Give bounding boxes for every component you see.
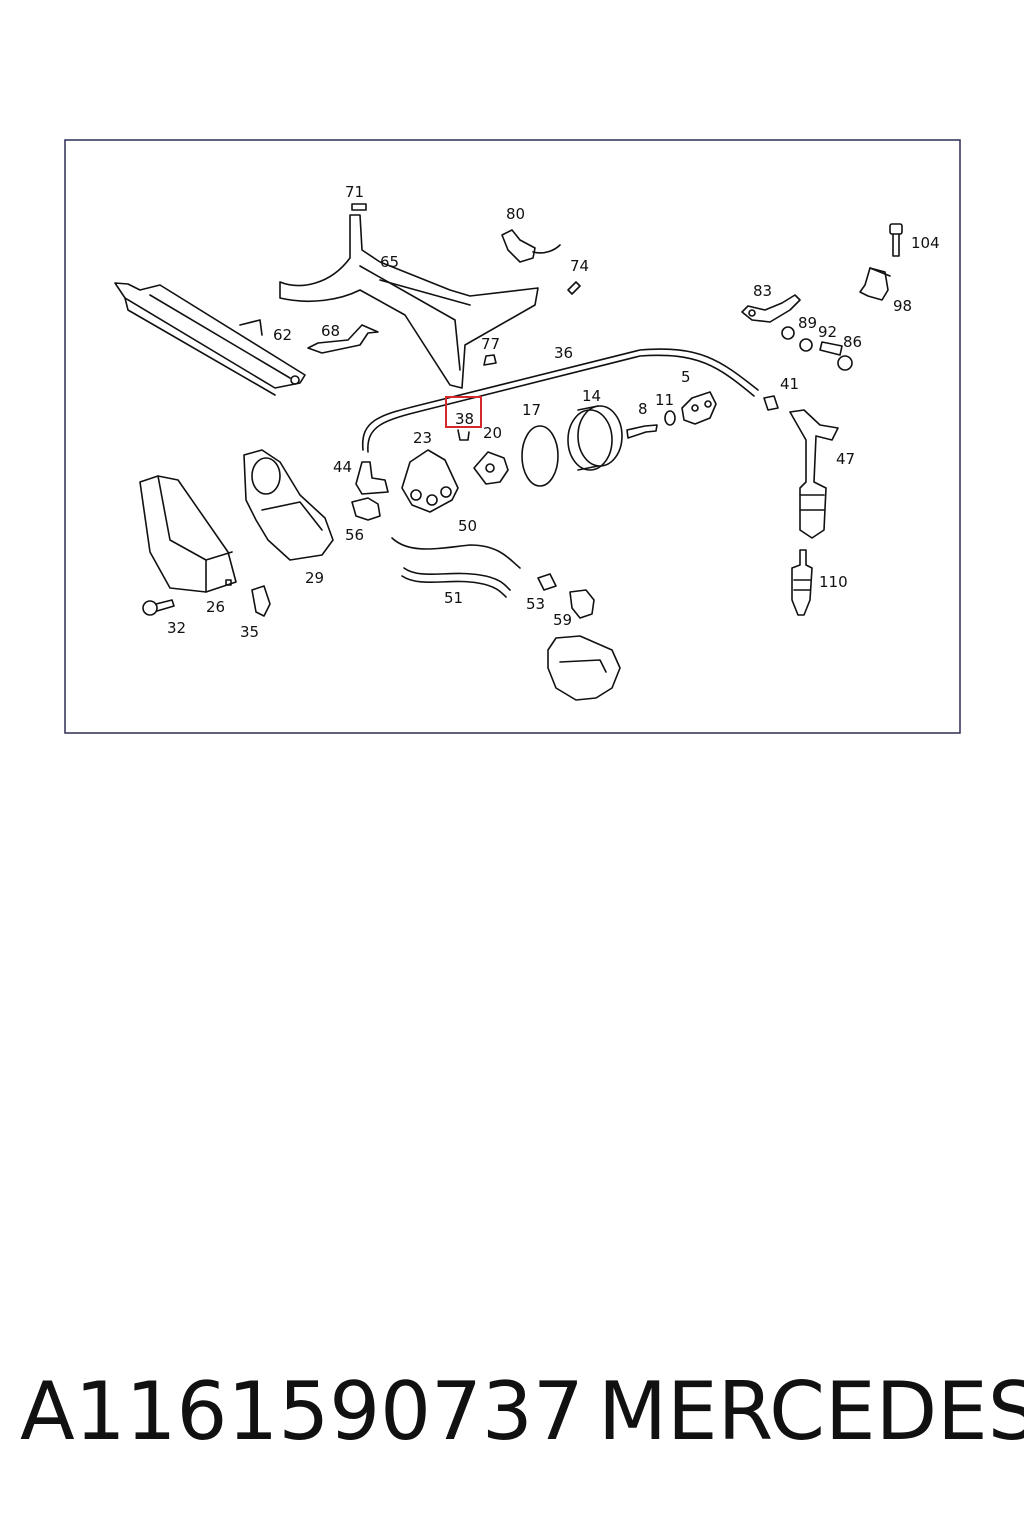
callout-53: 53 — [526, 595, 545, 613]
callout-47: 47 — [836, 450, 855, 468]
part-80-connector — [501, 229, 561, 263]
callout-77: 77 — [481, 335, 500, 353]
part-62-bracket-rail — [114, 282, 306, 396]
part-housing — [547, 635, 621, 701]
part-92-washer — [799, 338, 813, 352]
part-89-washer — [781, 326, 795, 340]
part-98-bracket — [859, 267, 891, 301]
part-35-clip — [251, 585, 271, 617]
callout-56: 56 — [345, 526, 364, 544]
callout-23: 23 — [413, 429, 432, 447]
part-83-bracket — [741, 294, 801, 323]
part-32-bolt — [142, 599, 175, 616]
part-110-spark-plug — [791, 549, 813, 616]
highlight-box — [445, 396, 482, 428]
callout-110: 110 — [819, 573, 848, 591]
callout-labels: 71 80 104 65 74 83 98 62 68 89 92 86 77 … — [167, 183, 940, 641]
part-36-cable — [361, 348, 759, 453]
part-14-housing — [567, 405, 623, 471]
callout-20: 20 — [483, 424, 502, 442]
callout-74: 74 — [570, 257, 589, 275]
part-59-connector — [569, 589, 595, 619]
part-11-washer — [664, 410, 676, 426]
part-68-cover — [307, 324, 379, 354]
part-23-distributor-cap — [401, 449, 459, 513]
part-44-plug — [355, 461, 389, 495]
callout-68: 68 — [321, 322, 340, 340]
part-41-connector — [763, 395, 779, 411]
part-20-mount — [473, 451, 509, 485]
part-51-hose — [401, 567, 511, 598]
part-77-clip — [483, 354, 497, 366]
callout-29: 29 — [305, 569, 324, 587]
callout-35: 35 — [240, 623, 259, 641]
part-50-hose — [391, 537, 521, 569]
callout-26: 26 — [206, 598, 225, 616]
part-17-seal-ring — [521, 425, 559, 487]
part-8-bolt — [626, 424, 658, 439]
callout-17: 17 — [522, 401, 541, 419]
callout-59: 59 — [553, 611, 572, 629]
part-29-housing — [243, 449, 334, 561]
callout-89: 89 — [798, 314, 817, 332]
part-5-plate — [681, 391, 717, 425]
callout-86: 86 — [843, 333, 862, 351]
callout-83: 83 — [753, 282, 772, 300]
callout-80: 80 — [506, 205, 525, 223]
callout-5: 5 — [681, 368, 691, 386]
diagram-frame — [64, 139, 961, 734]
callout-71: 71 — [345, 183, 364, 201]
callout-11: 11 — [655, 391, 674, 409]
callout-41: 41 — [780, 375, 799, 393]
callout-8: 8 — [638, 400, 648, 418]
callout-98: 98 — [893, 297, 912, 315]
callout-65: 65 — [380, 253, 399, 271]
callout-92: 92 — [818, 323, 837, 341]
part-number-caption: A1161590737 — [20, 1365, 584, 1458]
callout-51: 51 — [444, 589, 463, 607]
part-38-clip — [457, 429, 470, 441]
callout-32: 32 — [167, 619, 186, 637]
part-74-clip — [567, 281, 581, 295]
callout-50: 50 — [458, 517, 477, 535]
brand-caption: MERCEDES — [598, 1365, 1024, 1458]
part-26-cover — [139, 475, 237, 593]
part-53-fitting — [537, 573, 557, 591]
callout-38: 38 — [455, 410, 474, 428]
callout-44: 44 — [333, 458, 352, 476]
callout-104: 104 — [911, 234, 940, 252]
part-104-bolt — [889, 223, 903, 257]
part-47-ignition-lead — [789, 409, 839, 539]
part-65-harness-carrier — [279, 203, 539, 389]
callout-14: 14 — [582, 387, 601, 405]
callout-36: 36 — [554, 344, 573, 362]
part-86-bolt — [819, 341, 853, 371]
callout-62: 62 — [273, 326, 292, 344]
part-56-plug — [351, 497, 381, 521]
